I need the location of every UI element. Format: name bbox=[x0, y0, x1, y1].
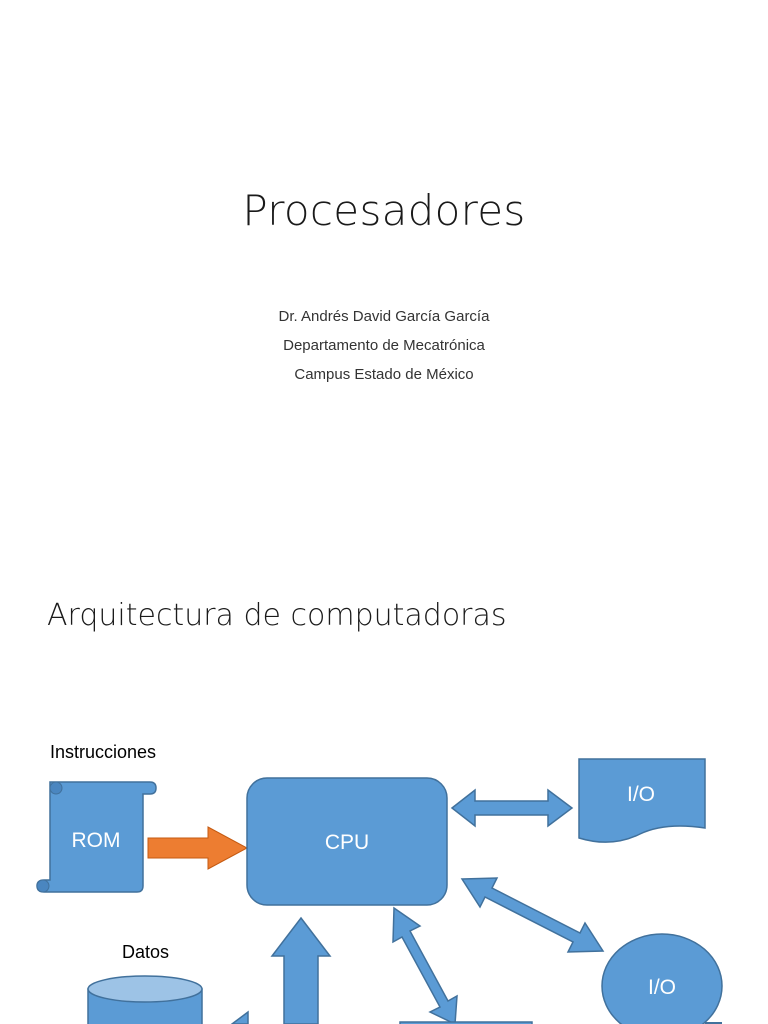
architecture-slide: Arquitectura de computadoras Instruccion… bbox=[0, 576, 768, 1024]
io-document-label: I/O bbox=[627, 783, 655, 806]
slide-title: Procesadores bbox=[242, 186, 526, 235]
slide-heading: Arquitectura de computadoras bbox=[47, 598, 507, 633]
cpu-box: CPU bbox=[246, 777, 448, 906]
partial-arrow-left bbox=[230, 1010, 249, 1024]
rom-to-cpu-arrow bbox=[147, 826, 249, 870]
io-circle-shape: I/O bbox=[601, 933, 723, 1024]
cpu-io-circle-arrow bbox=[460, 877, 605, 953]
campus-line: Campus Estado de México bbox=[294, 366, 474, 383]
rom-label: ROM bbox=[72, 829, 121, 852]
author-line: Dr. Andrés David García García bbox=[278, 308, 490, 325]
slide-subtitle: Dr. Andrés David García García Departame… bbox=[0, 302, 768, 389]
cpu-memory-arrow bbox=[392, 906, 458, 1024]
bus-up-arrow bbox=[270, 916, 332, 1024]
label-instrucciones: Instrucciones bbox=[50, 742, 157, 762]
department-line: Departamento de Mecatrónica bbox=[283, 337, 485, 354]
partial-shape-bottom bbox=[399, 1021, 533, 1024]
cpu-label: CPU bbox=[325, 831, 369, 854]
io-document-shape: I/O bbox=[578, 758, 706, 843]
rom-scroll-shape: ROM bbox=[36, 781, 157, 893]
architecture-diagram: ROM CPU I/O I/O bbox=[36, 758, 723, 1024]
io-circle-label: I/O bbox=[648, 976, 676, 999]
datos-cylinder bbox=[87, 975, 203, 1024]
cpu-io-doc-arrow bbox=[450, 788, 574, 828]
label-datos: Datos bbox=[122, 942, 170, 962]
title-slide: Procesadores Dr. Andrés David García Gar… bbox=[0, 186, 768, 389]
